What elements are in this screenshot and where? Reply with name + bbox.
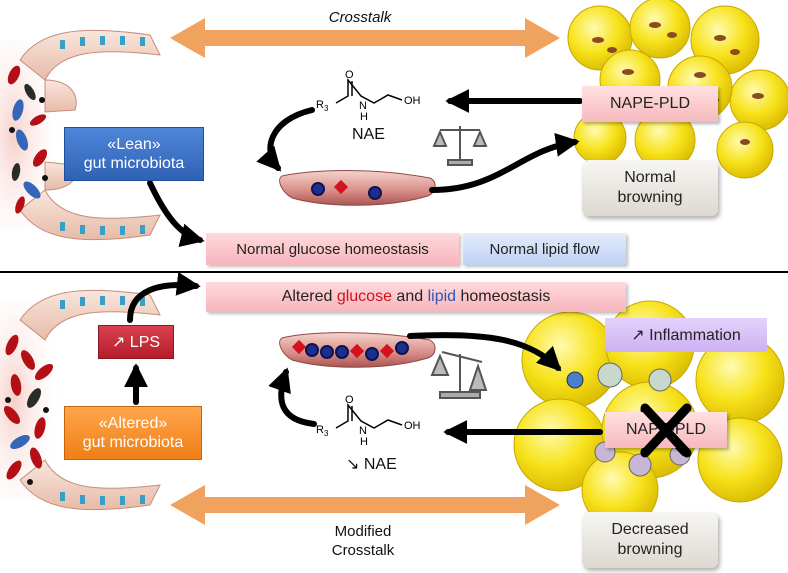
lps-box: ↗ LPS <box>98 325 174 359</box>
chem-n-bottom: N <box>359 425 367 437</box>
nae-label-top: NAE <box>352 126 385 143</box>
lean-bacteria <box>7 65 48 214</box>
normal-glucose-box: Normal glucose homeostasis <box>206 233 459 265</box>
arrow-vessel-to-adipose-bottom <box>407 332 562 372</box>
altered-homeo-post: homeostasis <box>456 288 551 305</box>
normal-browning-box: Normal browning <box>582 160 718 216</box>
blood-vessel-top <box>279 170 436 206</box>
altered-bacteria <box>3 334 54 485</box>
chem-h-bottom: H <box>360 436 368 448</box>
nae-label-bottom: ↘ NAE <box>346 456 397 473</box>
altered-homeo-pre: Altered <box>281 288 337 305</box>
browning-bottom-line2: browning <box>617 541 683 558</box>
chem-h-top: H <box>360 111 368 123</box>
altered-homeostasis-box: Altered glucose and lipid homeostasis <box>206 282 626 312</box>
chem-r3-top: R3 <box>316 99 329 113</box>
modified-crosstalk-label: Modified Crosstalk <box>318 522 408 560</box>
normal-lipid-flow-box: Normal lipid flow <box>463 233 626 265</box>
arrow-lean-to-homeostasis <box>147 180 205 247</box>
gut-wall-top <box>0 29 161 241</box>
blood-vessel-bottom <box>279 332 436 368</box>
balance-scale-icon <box>432 126 488 166</box>
browning-top-line2: browning <box>617 189 683 206</box>
chem-n-top: N <box>359 100 367 112</box>
altered-homeo-lipid: lipid <box>427 288 457 305</box>
lean-microbiota-box: «Lean» gut microbiota <box>64 127 204 181</box>
altered-homeo-mid: and <box>391 288 428 305</box>
lean-line2: gut microbiota <box>83 155 185 172</box>
arrow-nae-to-vessel-bottom <box>268 367 317 427</box>
browning-top-line1: Normal <box>624 169 676 186</box>
nape-pld-box-bottom: NAPE-PLD <box>605 412 727 448</box>
nape-pld-box-top: NAPE-PLD <box>582 86 718 122</box>
chem-oh-bottom: OH <box>404 420 421 432</box>
chem-oh-top: OH <box>404 95 421 107</box>
chem-o-top: O <box>345 69 354 81</box>
arrow-vessel-to-adipose-top <box>429 132 580 193</box>
chem-r3-bottom: R3 <box>316 424 329 438</box>
nae-structure-top <box>335 77 403 104</box>
arrow-lps-to-homeostasis <box>127 271 201 323</box>
chem-o-bottom: O <box>345 394 354 406</box>
decreased-browning-box: Decreased browning <box>582 512 718 568</box>
unbalanced-scale-icon <box>430 351 488 399</box>
lean-line1: «Lean» <box>107 136 161 153</box>
altered-homeo-glucose: glucose <box>336 288 392 305</box>
altered-line1: «Altered» <box>98 415 168 432</box>
crosstalk-arrow-bottom <box>170 485 560 525</box>
arrow-nae-to-vessel-top <box>256 107 315 172</box>
crosstalk-label: Crosstalk <box>328 9 392 26</box>
inflammation-box: ↗ Inflammation <box>605 318 767 352</box>
modified-line2: Crosstalk <box>331 542 395 559</box>
nae-structure-bottom <box>335 402 403 429</box>
crosstalk-arrow-top <box>170 18 560 58</box>
modified-line1: Modified <box>334 523 392 540</box>
browning-bottom-line1: Decreased <box>611 521 689 538</box>
altered-microbiota-box: «Altered» gut microbiota <box>64 406 202 460</box>
gut-wall-bottom <box>0 289 161 511</box>
altered-line2: gut microbiota <box>82 434 184 451</box>
